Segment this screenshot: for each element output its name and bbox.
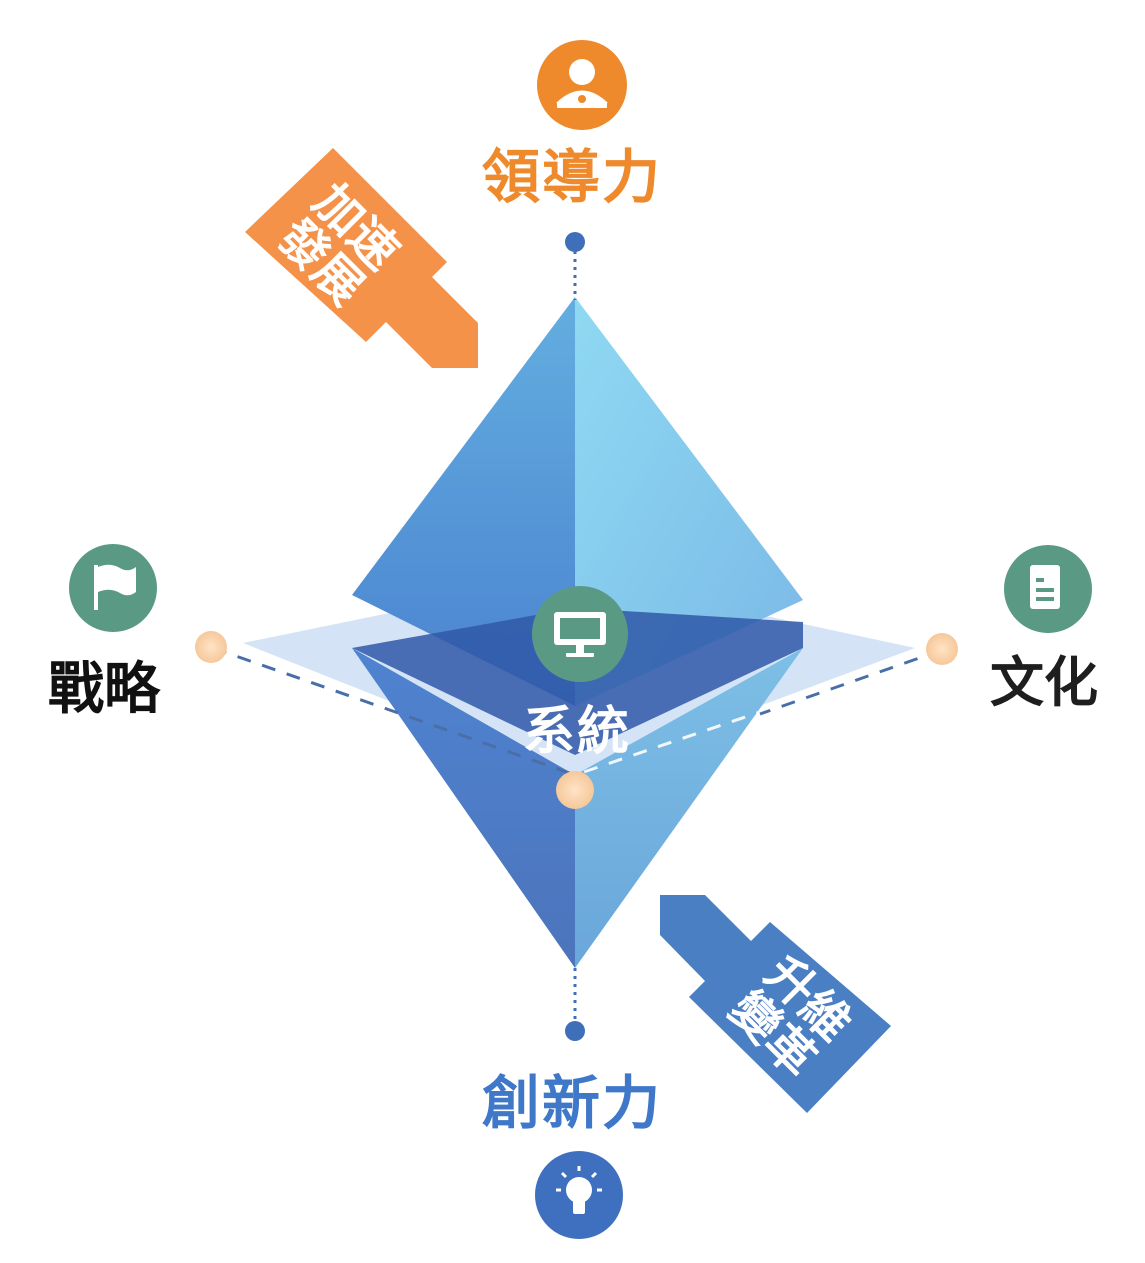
lower-pyramid-left-face <box>352 648 575 968</box>
accelerate-arrow <box>245 148 478 368</box>
transform-arrow <box>660 895 891 1113</box>
right-junction-dot <box>926 633 958 665</box>
leader-presenter-icon <box>537 40 627 130</box>
upper-pyramid-right-face <box>575 297 803 706</box>
right-dashed-line-outer <box>759 648 943 716</box>
top-node-dot <box>565 232 585 252</box>
bottom-node-label-innovation: 創新力 <box>481 1069 663 1137</box>
flag-icon <box>69 544 157 632</box>
center-junction-dot <box>556 771 594 809</box>
monitor-icon <box>532 586 628 682</box>
upper-pyramid-left-face <box>352 297 575 706</box>
top-node-label-leadership: 領導力 <box>481 143 663 211</box>
lower-pyramid-right-face <box>575 648 803 968</box>
document-icon <box>1004 545 1092 633</box>
left-dashed-line <box>212 646 576 777</box>
center-node-label-system: 系統 <box>522 702 632 762</box>
bottom-node-dot <box>565 1021 585 1041</box>
lightbulb-icon <box>535 1151 623 1239</box>
left-junction-dot <box>195 631 227 663</box>
right-node-label-culture: 文化 <box>990 651 1098 714</box>
left-node-label-strategy: 戰略 <box>48 657 160 722</box>
